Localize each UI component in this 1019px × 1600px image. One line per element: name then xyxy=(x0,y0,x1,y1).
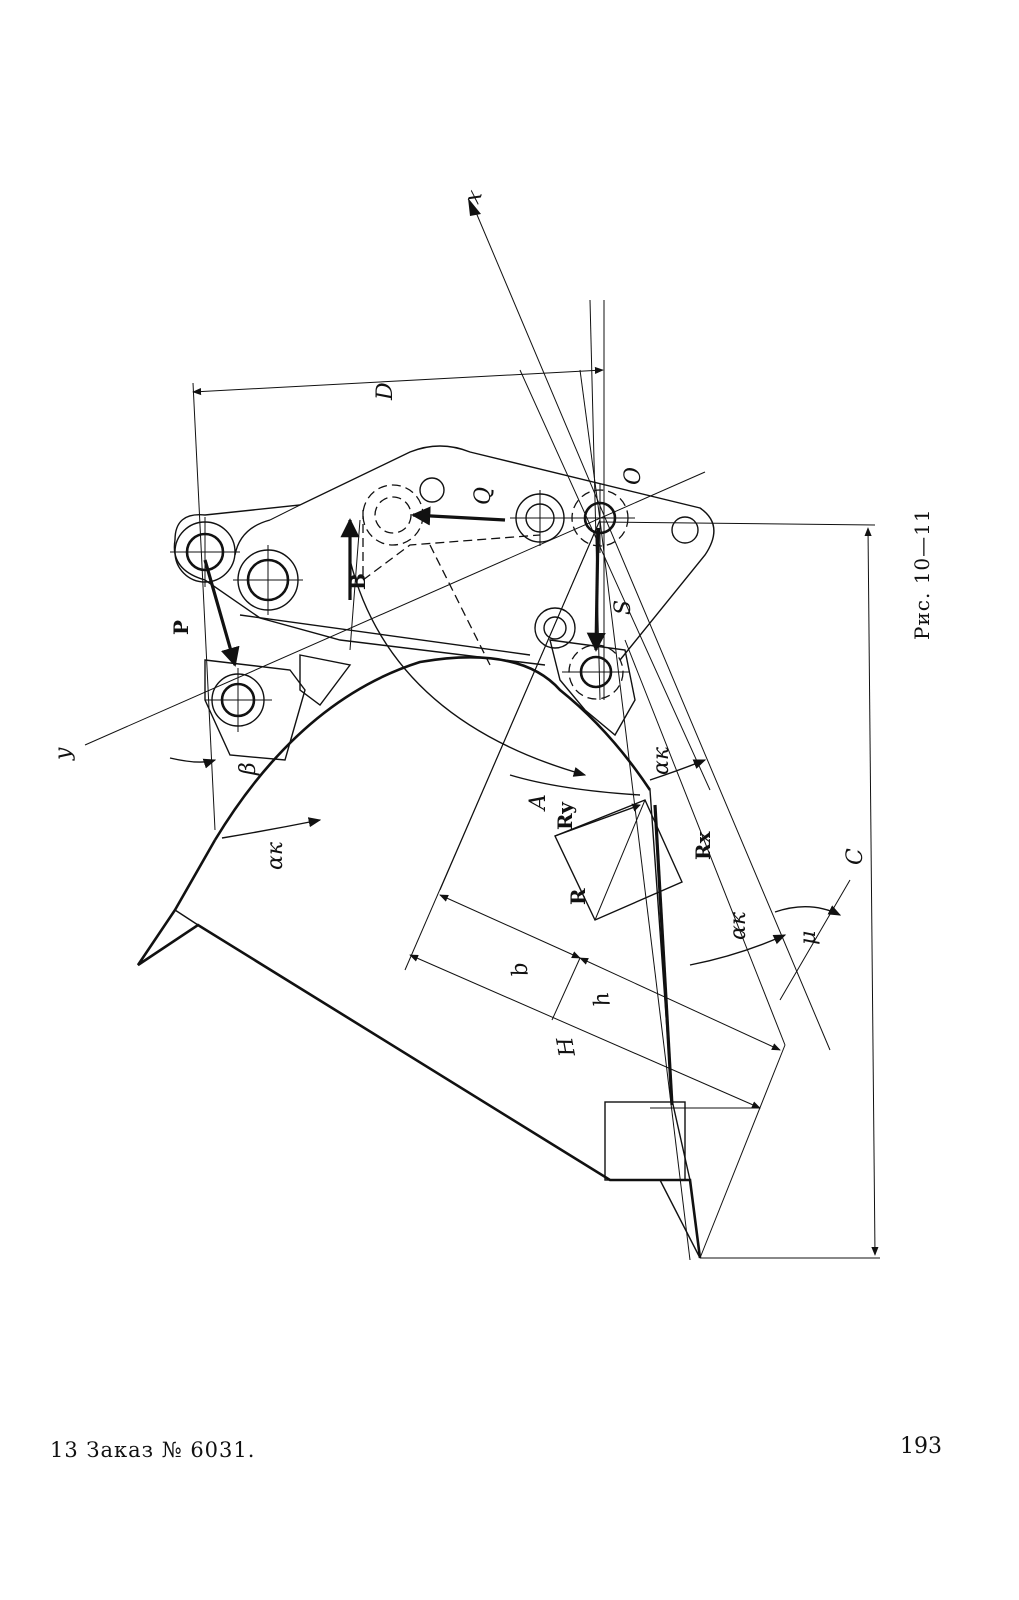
pin-middle xyxy=(510,490,570,546)
dimension-b-h xyxy=(439,894,781,1051)
dashed-link xyxy=(362,510,541,582)
label-b: b xyxy=(507,960,534,978)
pin-lower-middle xyxy=(534,607,576,649)
pin-bottom-left xyxy=(205,668,272,732)
force-rx xyxy=(653,804,674,1106)
bucket-body xyxy=(136,656,702,1259)
angle-alpha-k-bottom xyxy=(689,934,787,966)
force-q xyxy=(411,506,506,526)
dimension-c xyxy=(599,521,880,1259)
label-p: P xyxy=(169,620,193,635)
pin-small-top xyxy=(419,477,445,503)
pin-top-left xyxy=(170,517,240,587)
angle-beta-left xyxy=(169,757,217,769)
force-s xyxy=(586,527,606,652)
angle-alpha-k-right xyxy=(649,759,707,781)
pin-left-large xyxy=(233,545,303,615)
label-mu: μ xyxy=(796,931,821,945)
label-rx: Rx xyxy=(691,830,715,860)
pin-right-small xyxy=(671,516,699,544)
construction-rays xyxy=(349,299,786,1261)
footer-order-number: 13 Заказ № 6031. xyxy=(50,1438,256,1462)
label-beta: β xyxy=(236,762,261,776)
label-b-force: B xyxy=(346,573,370,590)
arc-a xyxy=(349,559,587,777)
label-alpha-k-right: αк xyxy=(649,746,674,775)
pin-lower-right xyxy=(562,644,630,700)
label-h-big: H xyxy=(553,1034,581,1059)
label-o: O xyxy=(621,467,646,485)
label-h-small: h xyxy=(589,990,616,1008)
label-y: y xyxy=(51,747,76,761)
label-r: R xyxy=(566,888,590,905)
label-alpha-k-bottom: αк xyxy=(726,911,751,940)
label-c: C xyxy=(843,848,868,865)
angle-mu xyxy=(774,905,842,916)
label-q: Q xyxy=(471,487,496,505)
pin-o-pivot xyxy=(565,483,635,553)
force-p xyxy=(203,559,240,667)
label-a: A xyxy=(526,794,551,812)
force-parallelogram xyxy=(554,799,683,921)
x-axis-line xyxy=(468,198,831,1051)
label-d: D xyxy=(373,382,398,401)
label-ry: Ry xyxy=(553,801,577,830)
figure-caption: Рис. 10—11 xyxy=(910,508,934,640)
label-alpha-k-left: αк xyxy=(263,841,288,870)
label-s: S xyxy=(611,600,636,615)
page-number: 193 xyxy=(900,1434,942,1459)
lower-bracket-right xyxy=(549,639,636,737)
lower-bracket-left xyxy=(204,654,352,761)
dimension-h-big xyxy=(409,954,761,1109)
linkage-plate xyxy=(173,445,715,666)
label-x: x xyxy=(460,186,488,207)
angle-alpha-k-left xyxy=(221,817,322,839)
